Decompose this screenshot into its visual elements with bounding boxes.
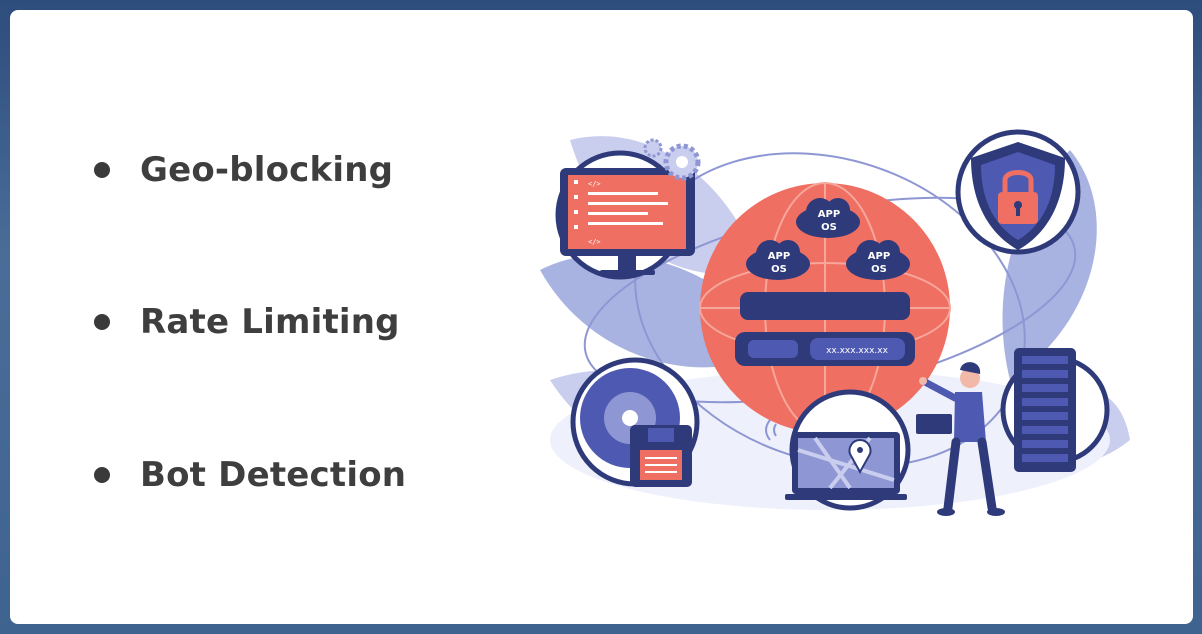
shield-lock-icon: [955, 129, 1081, 255]
cloud-icon: APP OS APP OS APP OS: [746, 198, 910, 280]
location-pin-icon: [848, 438, 872, 475]
bullet-label: Geo-blocking: [140, 150, 394, 190]
bullet-item-bot-detection: Bot Detection: [94, 455, 406, 495]
person-icon: [916, 362, 1005, 516]
bullet-label: Rate Limiting: [140, 302, 400, 342]
laptop-map-icon: [785, 389, 911, 511]
cloud-label-app: APP: [818, 209, 840, 220]
server-rack-icon: [1000, 348, 1110, 472]
bullet-item-geo-blocking: Geo-blocking: [94, 150, 393, 190]
gear-icon: [643, 138, 701, 181]
wifi-icon: [765, 419, 777, 441]
network-security-illustration: xx.xxx.xxx.xx APP OS APP OS: [540, 129, 1130, 516]
bullet-dot: [94, 162, 110, 178]
cloud-label-app: APP: [768, 251, 790, 262]
cloud-label-os: OS: [821, 222, 837, 233]
cloud-label-os: OS: [771, 264, 787, 275]
cloud-label-app: APP: [868, 251, 890, 262]
bullet-label: Bot Detection: [140, 455, 407, 495]
monitor-icon: </> </>: [555, 150, 695, 280]
cloud-label-os: OS: [871, 264, 887, 275]
ip-address-text: xx.xxx.xxx.xx: [826, 346, 889, 356]
bullet-item-rate-limiting: Rate Limiting: [94, 302, 400, 342]
bullet-dot: [94, 467, 110, 483]
floppy-icon: [630, 425, 692, 487]
code-tag-top: </>: [588, 180, 601, 188]
content-card: Geo-blocking Rate Limiting Bot Detection: [10, 10, 1193, 624]
code-tag-bottom: </>: [588, 238, 601, 246]
bullet-dot: [94, 314, 110, 330]
